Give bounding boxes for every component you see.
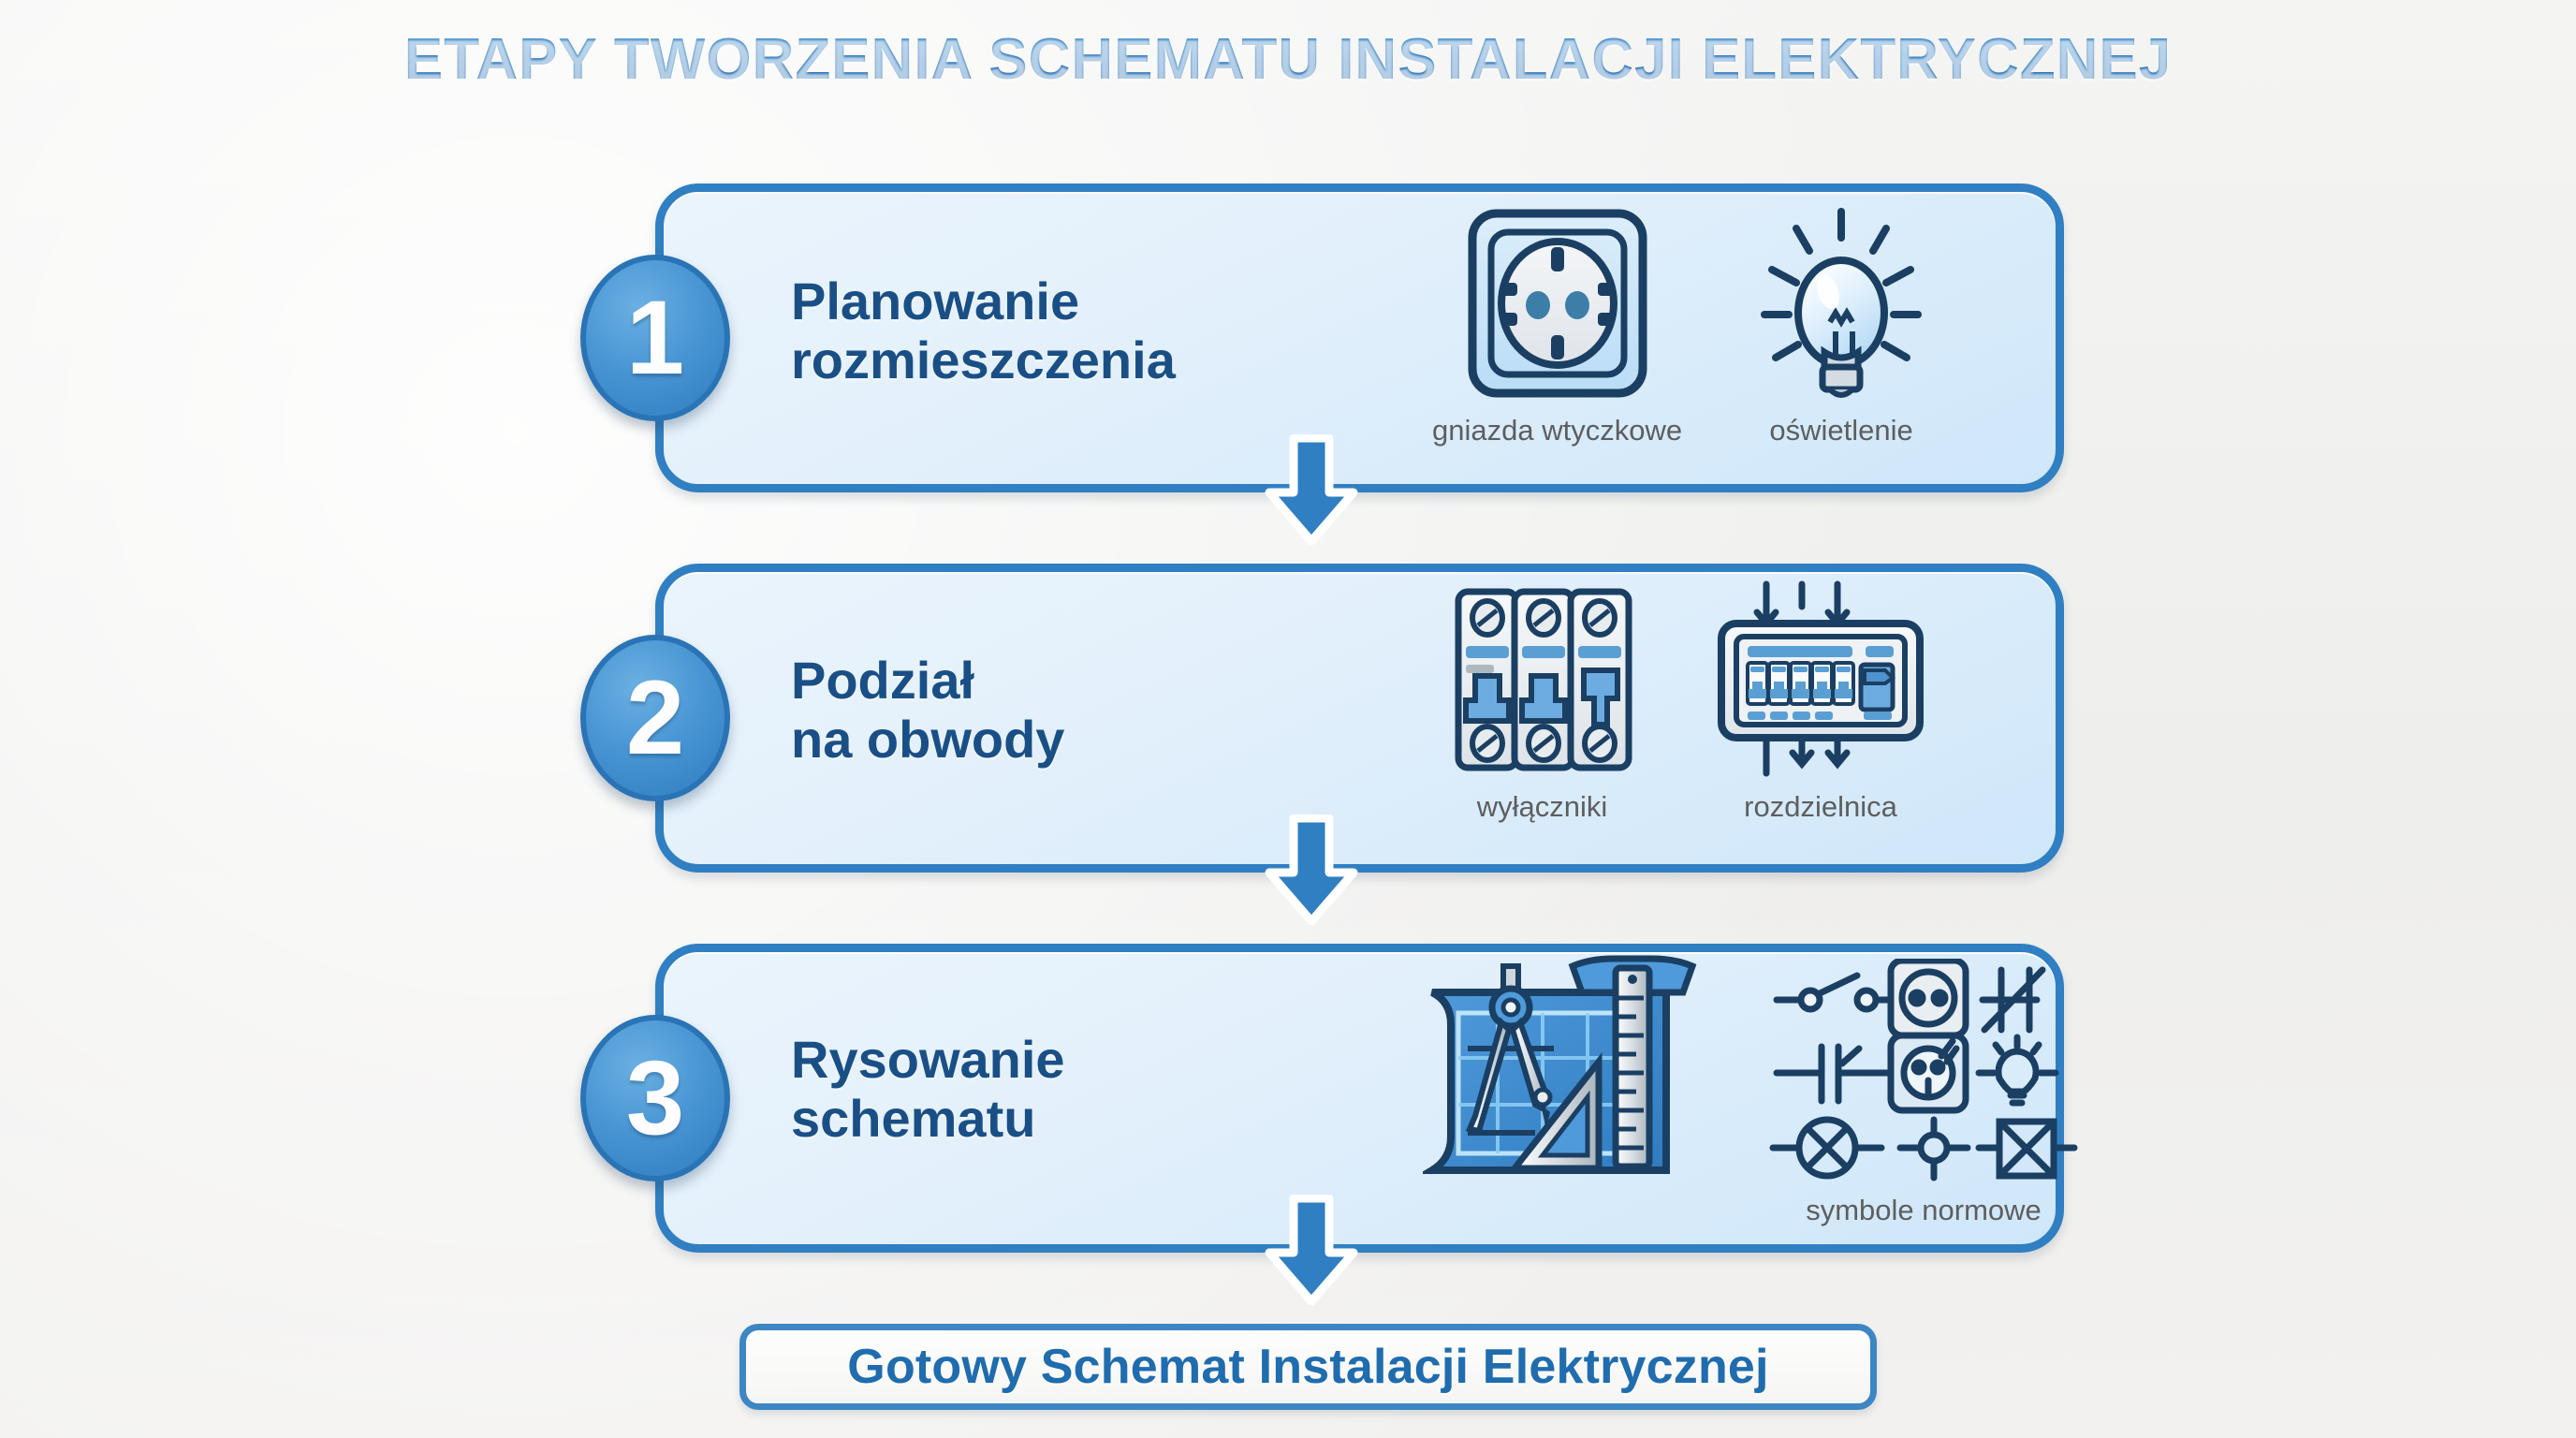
- arrow-step3-to-result: [1256, 1194, 1367, 1306]
- distribution-board-icon: [1708, 579, 1933, 785]
- icon-blueprint-drafting: [1418, 955, 1704, 1227]
- step-3-icon-group: symbole normowe: [1418, 955, 2078, 1227]
- icon-caption: wyłączniki: [1476, 790, 1608, 823]
- step-number-2: 2: [625, 659, 685, 776]
- step-2-icon-group: wyłączniki: [1442, 579, 1933, 824]
- icon-light-bulb: oświetlenie: [1748, 202, 1935, 448]
- step-title-2: Podział na obwody: [791, 651, 1065, 770]
- icon-caption: rozdzielnica: [1744, 790, 1897, 823]
- step-number-badge-2: 2: [580, 635, 730, 801]
- arrow-step2-to-step3: [1256, 814, 1367, 926]
- icon-standard-symbols: symbole normowe: [1769, 957, 2078, 1227]
- icon-distribution-board: rozdzielnica: [1708, 579, 1933, 824]
- wall-socket-icon: [1459, 202, 1656, 408]
- step-number-3: 3: [625, 1039, 685, 1156]
- icon-caption: gniazda wtyczkowe: [1432, 414, 1683, 447]
- step-card-3[interactable]: [655, 944, 2064, 1253]
- light-bulb-icon: [1748, 202, 1935, 408]
- page-title: ETAPY TWORZENIA SCHEMATU INSTALACJI ELEK…: [0, 26, 2576, 93]
- icon-circuit-breakers: wyłączniki: [1442, 579, 1643, 824]
- step-1-icon-group: gniazda wtyczkowe: [1432, 202, 1935, 448]
- standard-symbols-grid-icon: [1769, 957, 2078, 1188]
- result-label: Gotowy Schemat Instalacji Elektrycznej: [847, 1340, 1769, 1394]
- icon-caption: symbole normowe: [1806, 1194, 2042, 1226]
- icon-caption: oświetlenie: [1769, 414, 1913, 447]
- step-title-3: Rysowanie schematu: [791, 1030, 1065, 1149]
- step-title-1: Planowanie rozmieszczenia: [791, 271, 1176, 390]
- icon-wall-socket: gniazda wtyczkowe: [1432, 202, 1682, 448]
- circuit-breakers-icon: [1442, 579, 1643, 785]
- step-number-1: 1: [625, 279, 685, 396]
- step-number-badge-1: 1: [580, 255, 730, 421]
- step-number-badge-3: 3: [580, 1015, 730, 1181]
- arrow-step1-to-step2: [1256, 433, 1367, 546]
- blueprint-drafting-icon: [1418, 955, 1704, 1222]
- result-banner[interactable]: Gotowy Schemat Instalacji Elektrycznej: [739, 1324, 1877, 1410]
